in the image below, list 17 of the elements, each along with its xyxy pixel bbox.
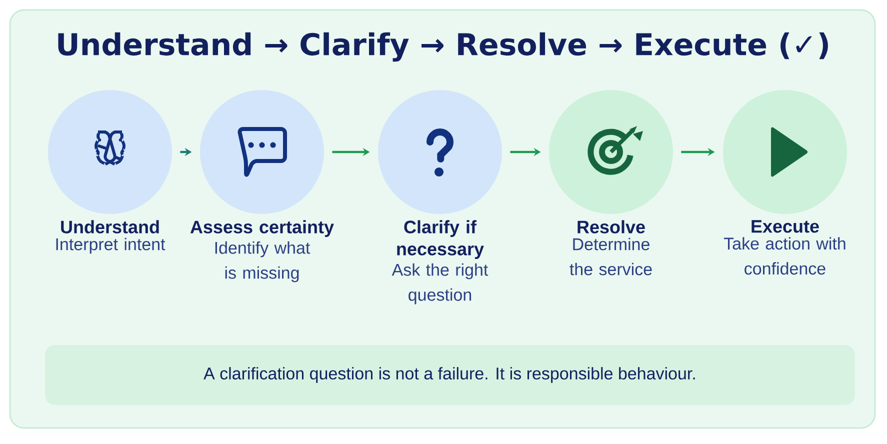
step-description: Ask the right question: [392, 263, 488, 304]
step-description: Interpret intent: [56, 238, 166, 254]
step-circle: [200, 90, 324, 214]
step-description: Identify what is missing: [215, 241, 310, 282]
step-title: Assess certainty: [190, 220, 334, 237]
step-circle: [48, 90, 172, 214]
step-title: Execute: [752, 220, 819, 233]
step-description: Take action with confidence: [724, 237, 846, 275]
title: Understand → Clarify → Resolve → Execute (✓): [58, 32, 828, 62]
step-title: Understand: [61, 220, 159, 234]
step-title: Resolve: [578, 220, 645, 234]
step-description: Determine the service: [570, 238, 652, 276]
step-circle: [549, 90, 673, 214]
step-circle: [723, 90, 847, 214]
note-box: A clarification question is not a failure. It is responsible behaviour.: [45, 344, 855, 405]
step-title: Clarify if necessary: [397, 220, 484, 259]
step-circle: [378, 90, 502, 214]
